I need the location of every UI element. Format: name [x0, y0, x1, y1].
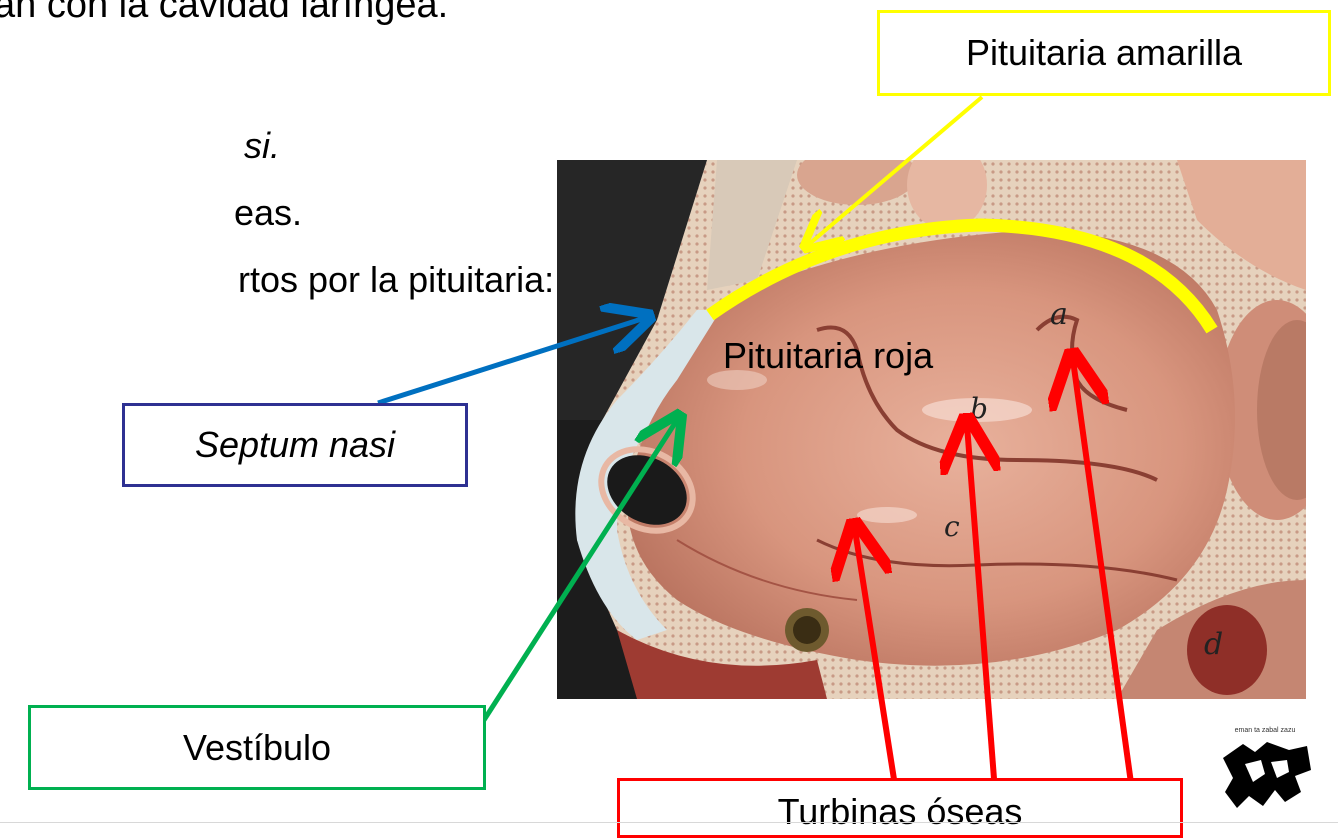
label-pituitaria-amarilla: Pituitaria amarilla — [966, 32, 1242, 74]
footer-divider — [0, 822, 1338, 823]
label-box-septum-nasi: Septum nasi — [122, 403, 468, 487]
mark-a: a — [1050, 300, 1068, 330]
label-septum-nasi: Septum nasi — [195, 424, 395, 466]
nasal-cavity-photo — [557, 160, 1306, 699]
body-line-1: an con la cavidad laríngea. — [0, 0, 448, 24]
label-pituitaria-roja: Pituitaria roja — [723, 338, 933, 374]
label-box-pituitaria-amarilla: Pituitaria amarilla — [877, 10, 1331, 96]
label-vestibulo: Vestíbulo — [183, 727, 331, 769]
body-line-2: si. — [244, 128, 280, 164]
mark-d: d — [1204, 630, 1223, 660]
mark-c: c — [944, 513, 960, 541]
body-line-4: rtos por la pituitaria: — [238, 262, 554, 298]
label-turbinas-oseas: Turbinas óseas — [778, 791, 1023, 833]
label-box-turbinas-oseas: Turbinas óseas — [617, 778, 1183, 838]
body-line-3: eas. — [234, 195, 302, 231]
university-logo — [1215, 726, 1315, 816]
mark-b: b — [970, 395, 988, 423]
label-box-vestibulo: Vestíbulo — [28, 705, 486, 790]
